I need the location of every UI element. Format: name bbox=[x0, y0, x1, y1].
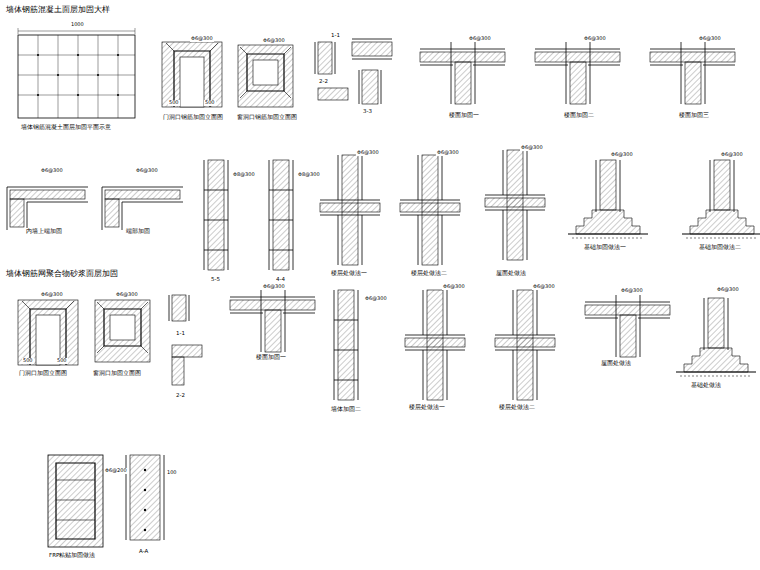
rebar-annotation: Φ6@300 bbox=[262, 284, 286, 290]
detail-caption: 基础处做法 bbox=[690, 382, 722, 388]
rebar-annotation: 500 bbox=[56, 358, 68, 364]
rebar-annotation: Φ6@300 bbox=[716, 287, 740, 293]
detail-caption: 1-1 bbox=[175, 330, 186, 336]
rebar-annotation: Φ6@300 bbox=[40, 292, 64, 298]
rebar-annotation: Φ6@300 bbox=[720, 152, 744, 158]
rebar-annotation: Φ6@200 bbox=[104, 468, 128, 474]
detail-caption: 内墙上端加固 bbox=[25, 228, 63, 234]
rebar-annotation: Φ6@300 bbox=[436, 150, 460, 156]
drawing-title: 墙体钢筋混凝土面层加固大样 bbox=[5, 6, 111, 14]
detail-caption: 基础加固做法一 bbox=[583, 244, 627, 250]
detail-caption: 楼层处做法二 bbox=[498, 404, 536, 410]
detail-caption: 1-1 bbox=[330, 32, 341, 38]
detail-caption: 屋面处做法 bbox=[495, 270, 527, 276]
detail-caption: 墙体钢筋混凝土面层加固平面示意 bbox=[20, 124, 112, 130]
detail-caption: 2-2 bbox=[175, 392, 186, 398]
detail-caption: 3-3 bbox=[362, 108, 373, 114]
rebar-annotation: Φ6@300 bbox=[532, 284, 556, 290]
rebar-annotation: 500 bbox=[22, 358, 34, 364]
rebar-annotation: Φ6@300 bbox=[620, 288, 644, 294]
rebar-annotation: Φ6@300 bbox=[698, 36, 722, 42]
detail-caption: 楼面加固一 bbox=[255, 354, 287, 360]
rebar-annotation: 500 bbox=[168, 100, 180, 106]
section-heading: 墙体钢筋网聚合物砂浆面层加固 bbox=[5, 270, 119, 278]
rebar-annotation: Φ8@300 bbox=[297, 172, 321, 178]
rebar-annotation: Φ6@300 bbox=[364, 296, 388, 302]
detail-caption: 楼层处做法二 bbox=[410, 270, 448, 276]
detail-caption: 端部加固 bbox=[125, 228, 151, 234]
rebar-annotation: Φ6@300 bbox=[583, 36, 607, 42]
rebar-annotation: 500 bbox=[204, 100, 216, 106]
rebar-annotation: Φ6@300 bbox=[40, 168, 64, 174]
detail-caption: 屋面处做法 bbox=[600, 360, 632, 366]
detail-caption: 墙体加固二 bbox=[330, 406, 362, 412]
detail-caption: A-A bbox=[138, 548, 149, 554]
rebar-annotation: Φ6@300 bbox=[520, 145, 544, 151]
detail-caption: 楼层处做法一 bbox=[330, 270, 368, 276]
detail-caption: 5-5 bbox=[210, 276, 221, 282]
rebar-annotation: Φ6@300 bbox=[442, 284, 466, 290]
rebar-annotation: 100 bbox=[166, 470, 178, 476]
detail-caption: 门洞口钢筋加固立面图 bbox=[162, 114, 224, 120]
detail-caption: FRP粘贴加固做法 bbox=[48, 552, 96, 558]
detail-caption: 4-4 bbox=[275, 276, 286, 282]
rebar-annotation: Φ6@300 bbox=[190, 36, 214, 42]
detail-caption: 门洞口加固立面图 bbox=[18, 370, 68, 376]
rebar-annotation: Φ6@300 bbox=[610, 152, 634, 158]
detail-caption: 楼面加固二 bbox=[563, 112, 595, 118]
detail-caption: 基础加固做法二 bbox=[698, 244, 742, 250]
rebar-annotation: Φ6@300 bbox=[262, 38, 286, 44]
detail-caption: 楼面加固三 bbox=[678, 112, 710, 118]
detail-caption: 楼面加固一 bbox=[448, 112, 480, 118]
detail-caption: 窗洞口加固立面图 bbox=[92, 370, 142, 376]
rebar-annotation: Φ8@300 bbox=[232, 172, 256, 178]
detail-caption: 窗洞口钢筋加固立面图 bbox=[236, 114, 298, 120]
rebar-annotation: Φ6@300 bbox=[135, 168, 159, 174]
rebar-annotation: 1000 bbox=[70, 22, 85, 28]
rebar-annotation: Φ6@300 bbox=[468, 36, 492, 42]
rebar-annotation: Φ6@300 bbox=[356, 150, 380, 156]
detail-caption: 2-2 bbox=[318, 78, 329, 84]
rebar-annotation: Φ6@300 bbox=[115, 292, 139, 298]
detail-caption: 楼层处做法一 bbox=[408, 404, 446, 410]
